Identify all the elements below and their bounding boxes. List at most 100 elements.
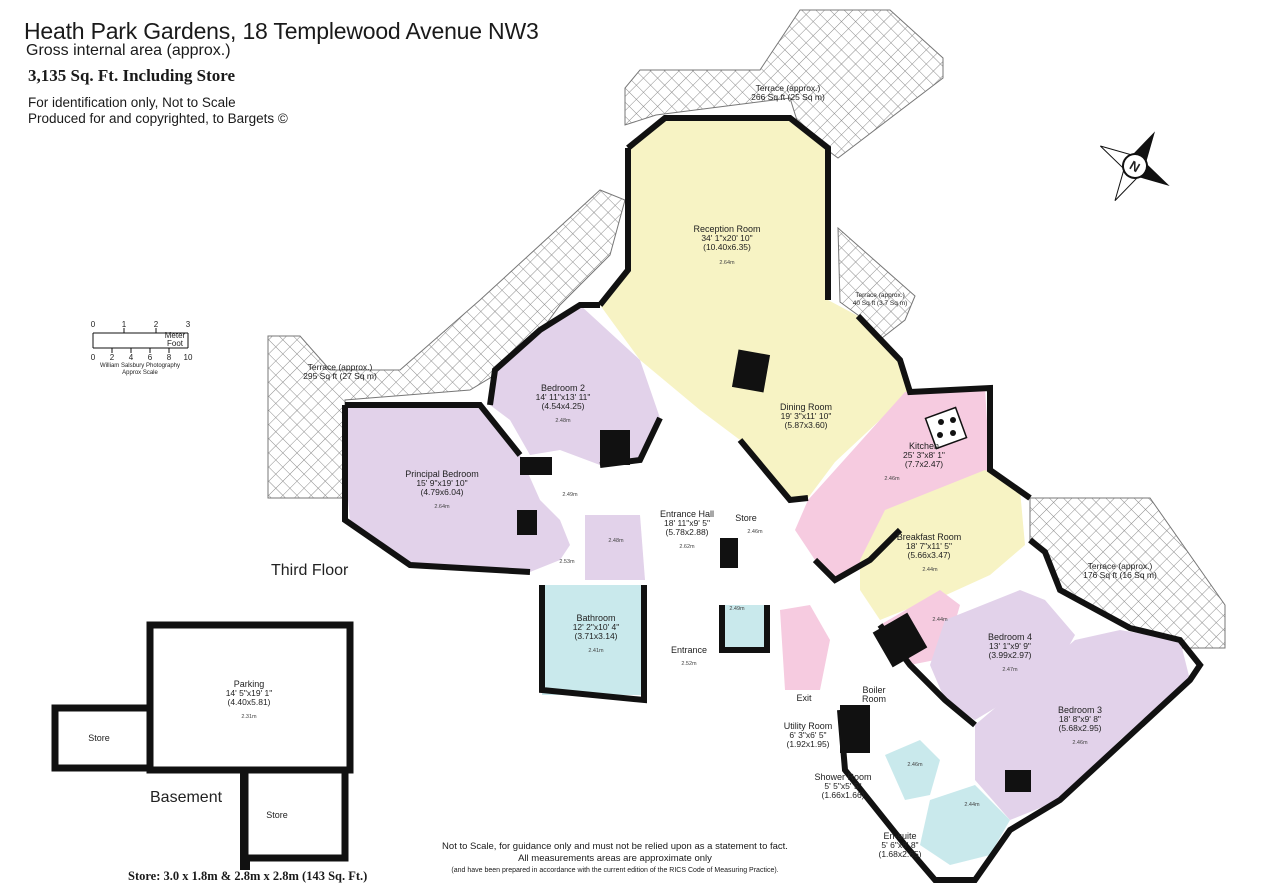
meter-tick-2: 2	[154, 320, 159, 329]
copyright-note: Produced for and copyrighted, to Bargets…	[28, 111, 288, 126]
bathroom-height: 2.41m	[588, 648, 604, 654]
wc-area	[722, 605, 767, 650]
footer-disclaimer: Not to Scale, for guidance only and must…	[442, 841, 788, 852]
bedroom4-metric: (3.99x2.97)	[989, 650, 1032, 660]
height-246: 2.46m	[907, 762, 923, 768]
kitchen-dim: 25' 3"x8' 1"	[903, 450, 945, 460]
breakfast-room-metric: (5.66x3.47)	[908, 550, 951, 560]
height-244: 2.44m	[932, 617, 948, 623]
entrance-hall-dim: 18' 11"x9' 5"	[664, 518, 710, 528]
store-name: Store	[735, 513, 757, 523]
parking-metric: (4.40x5.81)	[228, 697, 271, 707]
terrace-right-name: Terrace (approx.)	[1088, 561, 1153, 571]
ensuite-dim: 5' 6"x8' 8"	[881, 840, 918, 850]
foot-tick-2: 2	[110, 353, 115, 362]
utility-area	[780, 605, 830, 690]
footer-rics: (and have been prepared in accordance wi…	[451, 867, 779, 874]
shower-room-dim: 5' 5"x5' 5"	[824, 781, 861, 791]
foot-tick-10: 10	[184, 353, 193, 362]
bathroom-name: Bathroom	[576, 613, 615, 623]
terrace-top-area: 266 Sq ft (25 Sq m)	[751, 92, 825, 102]
store-caption: Store: 3.0 x 1.8m & 2.8m x 2.8m (143 Sq.…	[128, 869, 368, 883]
height-249: 2.49m	[562, 492, 578, 498]
north-compass-icon: N	[1100, 131, 1170, 201]
basement-plan	[51, 621, 354, 862]
ensuite-name: En-suite	[883, 831, 916, 841]
breakfast-room-dim: 18' 7"x11' 5"	[906, 541, 952, 551]
height-248: 2.48m	[608, 538, 624, 544]
total-area: 3,135 Sq. Ft. Including Store	[28, 66, 236, 85]
utility-room-name: Utility Room	[784, 721, 833, 731]
bedroom2-dim: 14' 11"x13' 11"	[536, 392, 591, 402]
entrance-hall-metric: (5.78x2.88)	[666, 527, 709, 537]
plan-title: Heath Park Gardens, 18 Templewood Avenue…	[24, 18, 539, 44]
store-height: 2.46m	[747, 529, 763, 535]
dining-room-metric: (5.87x3.60)	[785, 420, 828, 430]
bedroom2-name: Bedroom 2	[541, 383, 585, 393]
terrace-top	[624, 9, 944, 159]
breakfast-area	[860, 470, 1025, 620]
bedroom4-dim: 13' 1"x9' 9"	[989, 641, 1031, 651]
breakfast-room-height: 2.44m	[922, 567, 938, 573]
scale-credit: William Salsbury Photography	[100, 363, 180, 369]
principal-bedroom-metric: (4.79x6.04)	[421, 487, 464, 497]
entrance-height: 2.52m	[681, 661, 697, 667]
parking-dim: 14' 5"x19' 1"	[226, 688, 273, 698]
foot-tick-0: 0	[91, 353, 96, 362]
ensuite-area	[920, 785, 1010, 865]
entrance-hall-height: 2.62m	[679, 544, 695, 550]
principal-bedroom-height: 2.64m	[434, 504, 450, 510]
height-249b: 2.49m	[729, 606, 745, 612]
bathroom-area	[542, 585, 644, 695]
utility-room-dim: 6' 3"x6' 5"	[789, 730, 826, 740]
boiler-room-name-2: Room	[862, 694, 886, 704]
dining-room-dim: 19' 3"x11' 10"	[781, 411, 832, 421]
height-253: 2.53m	[559, 559, 575, 565]
dining-room-name: Dining Room	[780, 402, 832, 412]
foot-label: Foot	[167, 339, 184, 348]
foot-tick-4: 4	[129, 353, 134, 362]
exit-label: Exit	[796, 693, 812, 703]
identification-note: For identification only, Not to Scale	[28, 95, 236, 110]
ensuite-metric: (1.68x2.65)	[879, 849, 922, 859]
reception-room-metric: (10.40x6.35)	[703, 242, 751, 252]
shower-room-name: Shower Room	[814, 772, 871, 782]
bedroom3-metric: (5.68x2.95)	[1059, 723, 1102, 733]
reception-room-dim: 34' 1"x20' 10"	[701, 233, 752, 243]
meter-tick-1: 1	[122, 320, 127, 329]
terrace-small-area: 40 Sq ft (3.7 Sq m)	[853, 300, 908, 307]
terrace-top-name: Terrace (approx.)	[756, 83, 821, 93]
terrace-left-area: 295 Sq ft (27 Sq m)	[303, 371, 377, 381]
reception-room-area	[600, 118, 910, 500]
terrace-left-name: Terrace (approx.)	[308, 362, 373, 372]
plan-subtitle: Gross internal area (approx.)	[26, 42, 231, 59]
scale-bar	[92, 328, 189, 353]
entrance-name: Entrance	[671, 645, 707, 655]
principal-bedroom-area	[345, 405, 570, 572]
bathroom-metric: (3.71x3.14)	[575, 631, 618, 641]
bedroom3-dim: 18' 8"x9' 8"	[1059, 714, 1101, 724]
boiler-room-name: Boiler	[862, 685, 885, 695]
hob	[924, 406, 968, 450]
bedroom2-metric: (4.54x4.25)	[542, 401, 585, 411]
basement-store2-name: Store	[266, 810, 288, 820]
bedroom4-height: 2.47m	[1002, 667, 1018, 673]
kitchen-name: Kitchen	[909, 441, 939, 451]
footer-measurements: All measurements areas are approximate o…	[518, 853, 712, 864]
bedroom2-height: 2.48m	[555, 418, 571, 424]
parking-height: 2.31m	[241, 714, 257, 720]
basement-store1-name: Store	[88, 733, 110, 743]
bedroom2-area	[490, 305, 660, 465]
principal-bedroom-dim: 15' 9"x19' 10"	[416, 478, 467, 488]
terrace-right-area: 176 Sq ft (16 Sq m)	[1083, 570, 1157, 580]
foot-tick-8: 8	[167, 353, 172, 362]
shower-area	[885, 740, 940, 800]
scale-approx: Approx Scale	[122, 370, 158, 376]
reception-room-name: Reception Room	[693, 224, 760, 234]
bedroom3-height: 2.46m	[1072, 740, 1088, 746]
meter-tick-3: 3	[186, 320, 191, 329]
principal-bedroom-name: Principal Bedroom	[405, 469, 479, 479]
terrace-small-name: Terrace (approx.)	[855, 292, 905, 299]
parking-name: Parking	[234, 679, 265, 689]
